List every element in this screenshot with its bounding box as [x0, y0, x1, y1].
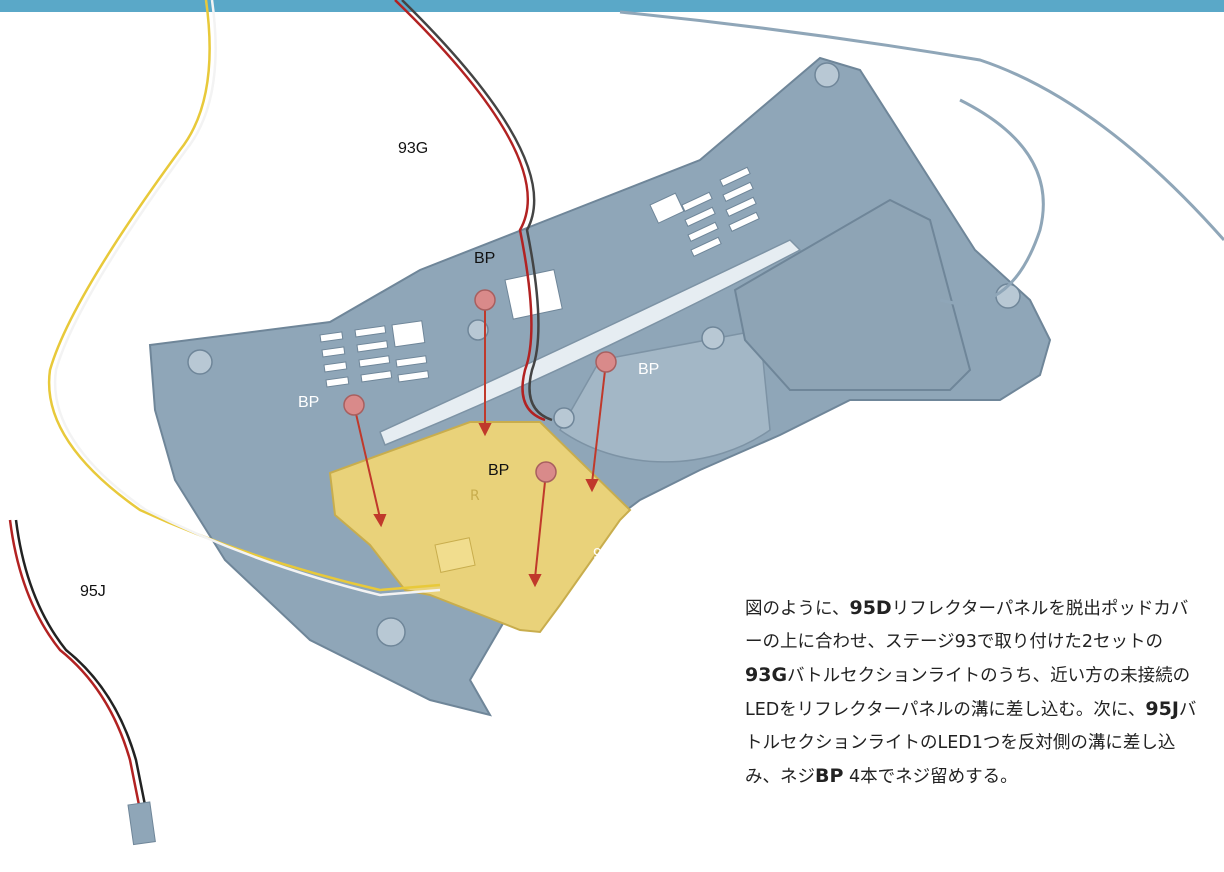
- instruction-text: 図のように、95Dリフレクターパネルを脱出ポッドカバーの上に合わせ、ステージ93…: [745, 597, 1197, 787]
- label-bp-center: BP: [488, 462, 510, 479]
- reflector-tab: [434, 537, 476, 573]
- label-95d: 95D: [593, 546, 623, 563]
- label-95j: 95J: [80, 583, 106, 600]
- label-bp-top: BP: [474, 250, 496, 267]
- grille-right: [649, 166, 760, 258]
- reflector-r-mark: R: [470, 488, 480, 504]
- cable-95j: [8, 0, 441, 811]
- label-bp-left: BP: [298, 394, 320, 411]
- header-bar: [0, 0, 1224, 12]
- label-93g: 93G: [398, 140, 429, 157]
- cable-grey-2: [939, 98, 1045, 306]
- cable-grey: [619, 10, 1224, 241]
- label-bp-right: BP: [638, 361, 660, 378]
- cable-93g: [394, 0, 553, 422]
- cable-95j-connector: [127, 801, 156, 846]
- right-module: [733, 198, 972, 391]
- grille-left: [319, 320, 430, 388]
- screw-arrows: [353, 300, 607, 588]
- screws-bp: [343, 289, 617, 483]
